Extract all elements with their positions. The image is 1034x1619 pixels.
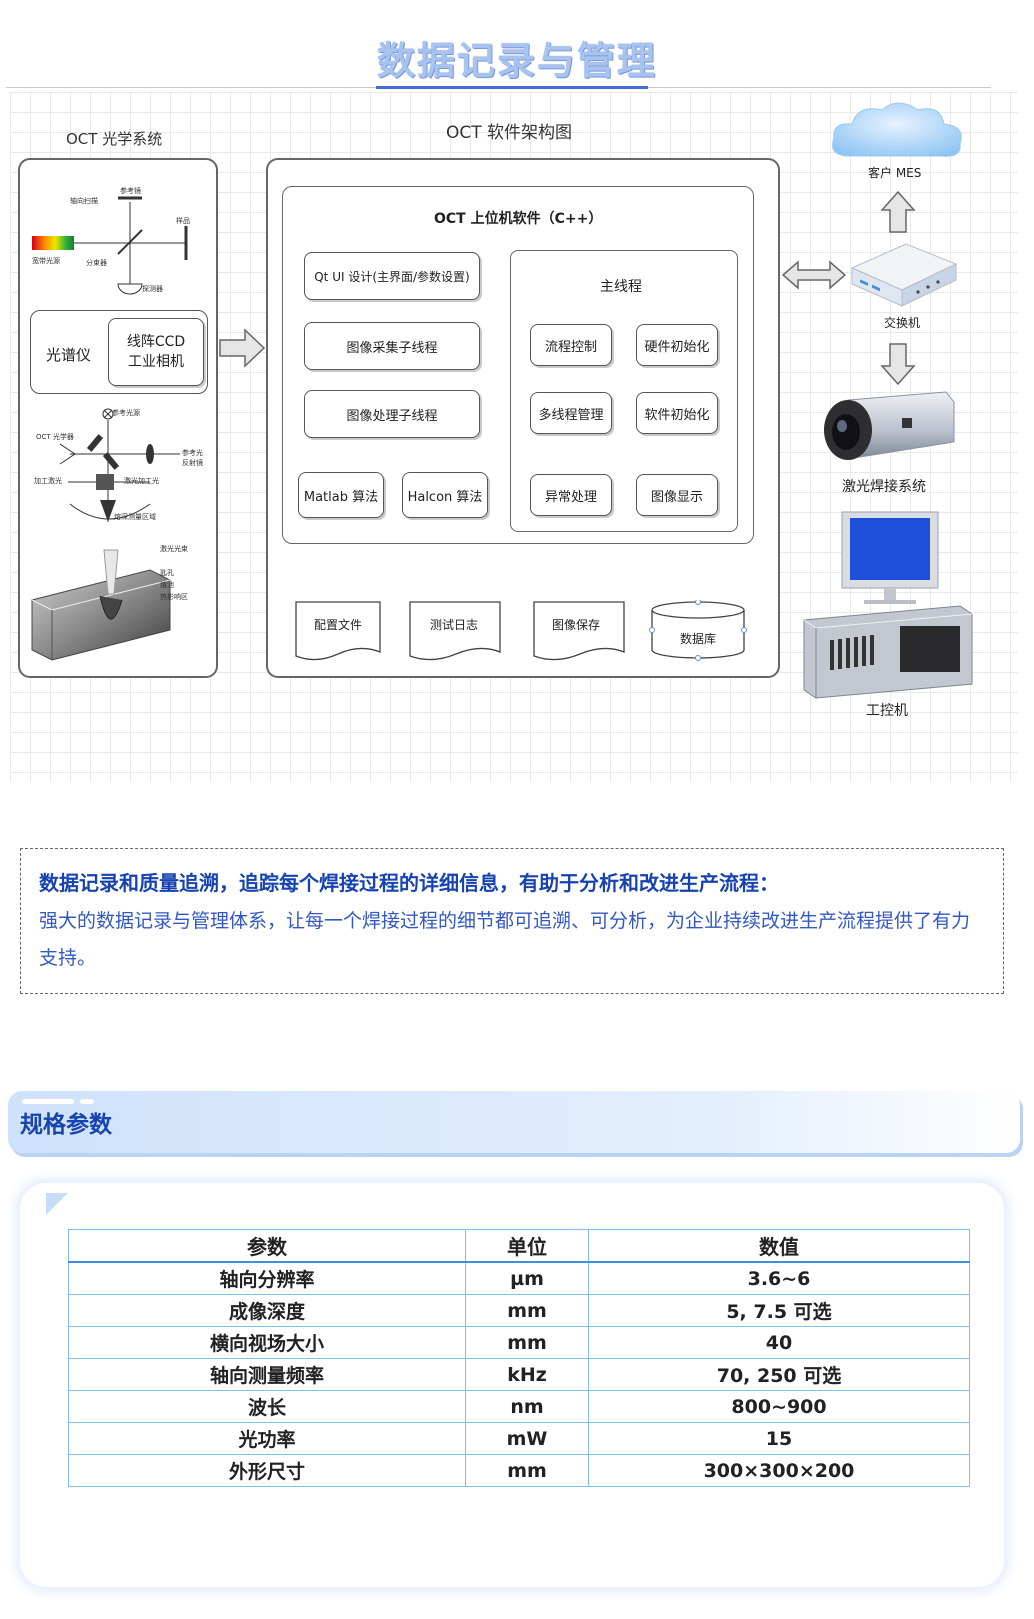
cell-unit: mm: [465, 1294, 589, 1327]
ccd-camera-box: 线阵CCD 工业相机: [108, 318, 204, 386]
customer-mes-label: 客户 MES: [868, 166, 922, 180]
description-body: 强大的数据记录与管理体系，让每一个焊接过程的细节都可追溯、可分析，为企业持续改进…: [39, 910, 971, 969]
illus-heat-zone: 热影响区: [160, 593, 188, 601]
header-decoration: [22, 1099, 74, 1104]
qt-ui-box: Qt UI 设计(主界面/参数设置): [304, 252, 480, 300]
oct-head-illustration: [30, 404, 204, 528]
cell-value: 15: [588, 1422, 970, 1455]
switch-icon: [850, 243, 958, 307]
ipc-label: 工控机: [866, 703, 908, 719]
image-save-label: 图像保存: [552, 618, 601, 632]
cell-param: 横向视场大小: [68, 1326, 466, 1359]
spectrometer-label: 光谱仪: [46, 346, 92, 364]
ccd-line1: 线阵CCD: [126, 334, 186, 350]
illus-ref-reflect: 反射镜: [182, 459, 203, 467]
illus-oct-light: OCT 光学器: [36, 433, 74, 441]
database-label: 数据库: [680, 632, 717, 646]
illus-laser-process: 激光加工光: [124, 477, 159, 485]
halcon-box: Halcon 算法: [402, 472, 488, 518]
ccd-line2: 工业相机: [128, 354, 184, 370]
illus-process-light: 加工激光: [34, 477, 62, 485]
illus-ref-arm: 参考光: [182, 449, 203, 457]
cell-param: 波长: [68, 1390, 466, 1423]
header-param: 参数: [68, 1229, 466, 1263]
cell-unit: nm: [465, 1390, 589, 1423]
multi-thread-box: 多线程管理: [530, 392, 612, 434]
illus-splitter: 分束器: [86, 259, 107, 267]
table-header-row: 参数 单位 数值: [68, 1229, 970, 1263]
left-panel-title: OCT 光学系统: [66, 130, 163, 148]
illus-sample: 样品: [176, 217, 190, 225]
illus-ref-mirror: 参考镜: [120, 187, 141, 195]
cell-unit: mm: [465, 1454, 589, 1487]
spec-section-title: 规格参数: [20, 1112, 112, 1138]
cell-param: 外形尺寸: [68, 1454, 466, 1487]
cell-unit: mW: [465, 1422, 589, 1455]
cell-unit: µm: [465, 1261, 589, 1295]
config-file-label: 配置文件: [314, 618, 363, 632]
software-title: OCT 上位机软件（C++）: [434, 211, 603, 227]
header-unit: 单位: [465, 1229, 589, 1263]
sw-init-box: 软件初始化: [636, 392, 718, 434]
table-row: 横向视场大小 mm 40: [68, 1326, 970, 1359]
title-underline: [376, 86, 648, 89]
weld-keyhole-illustration: [30, 540, 204, 662]
cell-value: 70, 250 可选: [588, 1358, 970, 1391]
cell-param: 轴向分辨率: [68, 1261, 466, 1295]
test-log-label: 测试日志: [430, 618, 479, 632]
illus-depth: 熔深测量区域: [114, 513, 156, 521]
spec-card: 参数 单位 数值 轴向分辨率 µm 3.6~6 成像深度 mm 5, 7.5 可…: [20, 1183, 1004, 1587]
laser-camera-icon: [824, 391, 955, 460]
file-shapes: [295, 600, 747, 661]
ipc-icon: [803, 511, 973, 699]
main-thread-title: 主线程: [600, 279, 642, 295]
cell-value: 800~900: [588, 1390, 970, 1423]
cell-unit: mm: [465, 1326, 589, 1359]
image-display-box: 图像显示: [636, 474, 718, 516]
table-row: 外形尺寸 mm 300×300×200: [68, 1454, 970, 1487]
flow-control-box: 流程控制: [530, 324, 612, 366]
table-row: 光功率 mW 15: [68, 1422, 970, 1455]
illus-detector: 探测器: [142, 285, 163, 293]
card-corner-decoration: [46, 1193, 68, 1215]
center-panel-title: OCT 软件架构图: [446, 123, 573, 143]
table-row: 成像深度 mm 5, 7.5 可选: [68, 1294, 970, 1327]
hw-init-box: 硬件初始化: [636, 324, 718, 366]
cell-unit: kHz: [465, 1358, 589, 1391]
spec-table: 参数 单位 数值 轴向分辨率 µm 3.6~6 成像深度 mm 5, 7.5 可…: [68, 1229, 970, 1487]
cell-param: 成像深度: [68, 1294, 466, 1327]
cell-value: 3.6~6: [588, 1261, 970, 1295]
table-row: 轴向测量频率 kHz 70, 250 可选: [68, 1358, 970, 1391]
cell-value: 300×300×200: [588, 1454, 970, 1487]
illus-laser-beam: 激光光束: [160, 545, 188, 553]
illus-axial-scan: 轴向扫描: [70, 197, 98, 205]
illus-melt-pool: 熔池: [160, 581, 174, 589]
header-decoration-small: [80, 1099, 94, 1104]
switch-label: 交换机: [884, 316, 921, 330]
oct-architecture-diagram: OCT 光学系统 轴向扫描 参考镜 样品 宽带光源 分束器 探测器 光谱仪 线阵…: [10, 92, 1018, 782]
interferometer-illustration: [30, 184, 204, 298]
cell-param: 轴向测量频率: [68, 1358, 466, 1391]
process-thread-box: 图像处理子线程: [304, 390, 480, 438]
illus-keyhole: 匙孔: [160, 569, 174, 577]
illus-ref-light: 参考光源: [112, 409, 140, 417]
description-box: 数据记录和质量追溯，追踪每个焊接过程的详细信息，有助于分析和改进生产流程： 强大…: [20, 848, 1004, 994]
header-value: 数值: [588, 1229, 970, 1263]
cell-value: 40: [588, 1326, 970, 1359]
matlab-box: Matlab 算法: [298, 472, 384, 518]
description-heading: 数据记录和质量追溯，追踪每个焊接过程的详细信息，有助于分析和改进生产流程：: [39, 871, 779, 895]
cloud-icon: [832, 102, 962, 157]
table-row: 波长 nm 800~900: [68, 1390, 970, 1423]
laser-system-label: 激光焊接系统: [842, 479, 926, 495]
acquire-thread-box: 图像采集子线程: [304, 322, 480, 370]
spec-section-header: 规格参数: [8, 1091, 1020, 1153]
illus-broadband: 宽带光源: [32, 257, 60, 265]
exception-box: 异常处理: [530, 474, 612, 516]
table-row: 轴向分辨率 µm 3.6~6: [68, 1261, 970, 1295]
cell-value: 5, 7.5 可选: [588, 1294, 970, 1327]
cell-param: 光功率: [68, 1422, 466, 1455]
page-title: 数据记录与管理: [376, 39, 657, 83]
